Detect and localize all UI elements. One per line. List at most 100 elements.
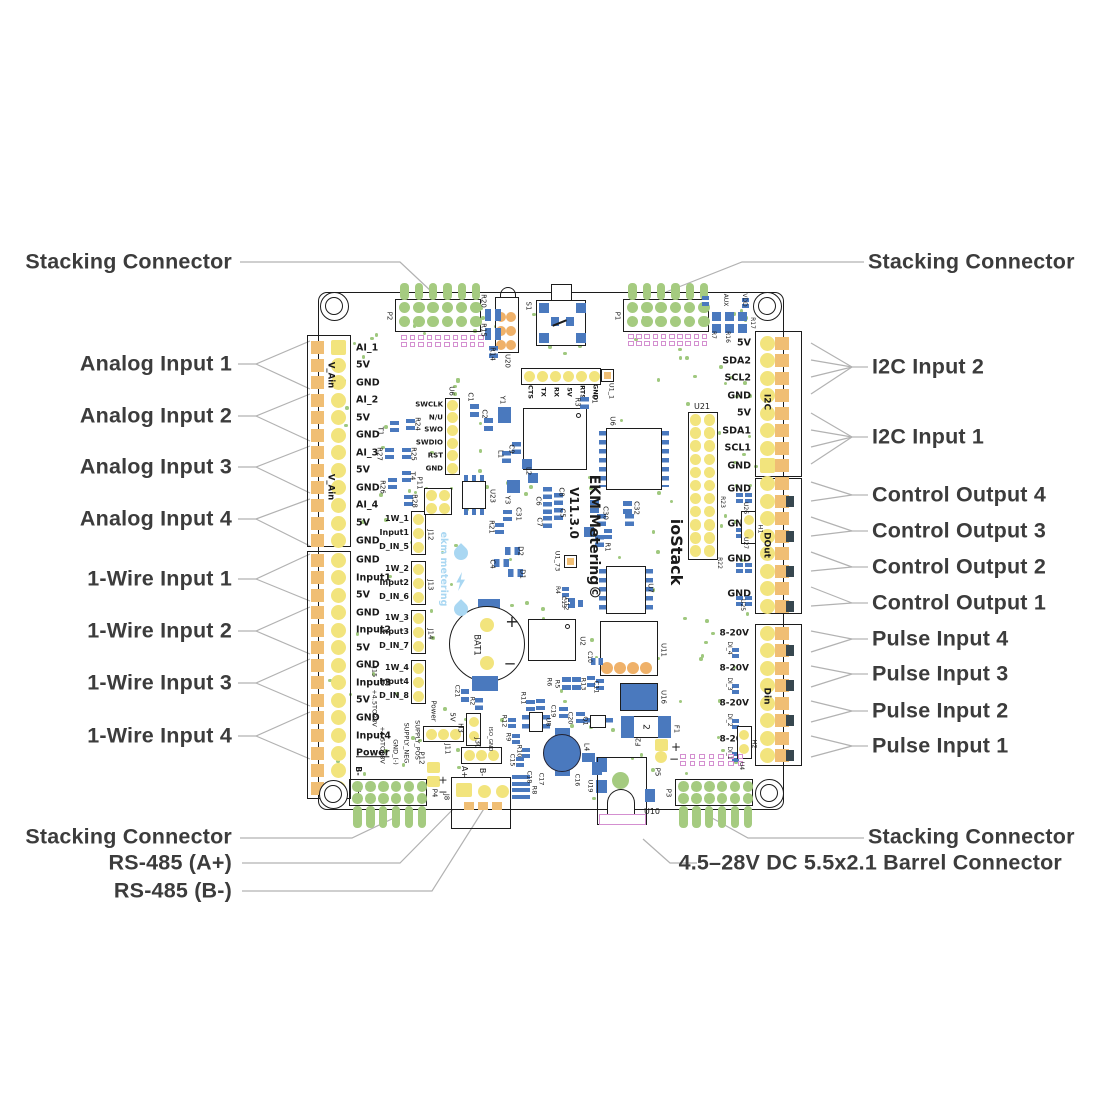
smd-part <box>786 565 794 577</box>
connector-pad <box>703 532 716 544</box>
connector-pad <box>413 563 424 575</box>
component-ref: L1 <box>496 449 505 459</box>
test-pad <box>701 341 708 346</box>
leader-line <box>238 393 311 417</box>
mounting-hole <box>760 784 778 802</box>
connector-pad <box>427 301 439 314</box>
smd-part <box>516 757 524 767</box>
pin-label: 1W_4 <box>385 663 409 672</box>
stacking-pin <box>705 806 714 828</box>
leader-line <box>238 711 311 737</box>
stacking-pin <box>428 283 438 300</box>
connector-pad <box>742 781 754 792</box>
callout-label: Stacking Connector <box>25 824 232 849</box>
stacking-connector-p3 <box>675 779 753 806</box>
component-ref: U21 <box>693 402 711 411</box>
test-pad <box>728 754 734 759</box>
test-pad <box>718 754 724 759</box>
via-dot <box>741 452 746 457</box>
component-ref: C10 <box>586 651 593 663</box>
smd-part <box>511 442 521 454</box>
connector-pad <box>413 513 424 525</box>
connector-pad <box>601 662 613 674</box>
din-connector <box>755 624 802 766</box>
via-dot <box>381 445 385 450</box>
pin-label: 8-20V <box>719 663 750 674</box>
via-dot <box>588 485 593 490</box>
component-ref: V11.3.0 <box>567 487 581 539</box>
smd-part <box>511 774 521 786</box>
component-ref: R21 <box>487 520 496 534</box>
stacking-pin <box>400 283 409 300</box>
smd-part <box>542 516 552 528</box>
connector-pad <box>640 662 652 674</box>
stacking-pin <box>718 806 727 828</box>
stacking-pin <box>366 806 375 828</box>
smd-part <box>592 762 602 775</box>
component-ref: C16 <box>573 773 582 787</box>
connector-pad <box>311 358 324 372</box>
via-dot <box>748 393 752 398</box>
pin-label: 5V <box>737 337 751 349</box>
connector-pad <box>641 301 653 314</box>
connector-pad <box>689 414 702 426</box>
connector-pad <box>468 717 479 727</box>
callout-label: 1-Wire Input 3 <box>87 670 232 695</box>
smd-part <box>737 323 747 333</box>
callout-label: 1-Wire Input 1 <box>87 566 232 591</box>
smd-part <box>542 502 552 514</box>
pin-label: SCL2 <box>724 372 751 384</box>
connector-pad <box>311 746 324 760</box>
connector-pad <box>775 529 789 543</box>
test-pad <box>401 335 407 340</box>
connector-pad <box>330 605 346 621</box>
connector-pad <box>330 728 346 743</box>
callout-label: Control Output 4 <box>872 482 1046 507</box>
component-ref: C17 <box>537 772 546 786</box>
smd-part <box>520 787 530 799</box>
test-pad <box>418 342 424 347</box>
callout-label: 1-Wire Input 4 <box>87 723 232 748</box>
connector-pad <box>425 489 437 501</box>
via-dot <box>656 549 660 554</box>
component-ref: A+ <box>460 765 469 779</box>
connector-pad <box>775 696 789 710</box>
component-ref: ISO_GND <box>486 726 493 752</box>
component-ref: D1 <box>518 569 527 579</box>
connector-pad <box>330 692 346 708</box>
leader-line <box>238 445 311 468</box>
pin-label: 5V <box>356 589 370 601</box>
component-ref: BAT1 <box>471 634 482 656</box>
connector-pad <box>413 662 424 674</box>
component-ref: R1 <box>603 542 612 552</box>
via-dot <box>541 607 545 612</box>
connector-pad <box>759 493 775 509</box>
component-ref: Y1 <box>498 395 507 405</box>
smd-part <box>735 563 743 573</box>
via-dot <box>360 519 365 524</box>
component-ref: U23 <box>488 488 497 504</box>
component-ref: Y3 <box>503 495 512 505</box>
connector-pad <box>330 462 346 478</box>
test-pad <box>680 761 686 766</box>
connector-pad <box>775 599 789 613</box>
connector-pad <box>413 577 424 589</box>
via-dot <box>361 355 366 359</box>
component-ref: C21 <box>453 684 462 698</box>
test-pad <box>660 341 667 346</box>
smd-part <box>488 346 498 358</box>
via-dot <box>678 355 683 360</box>
smd-part <box>744 563 752 573</box>
connector-pad <box>330 480 346 496</box>
connector-pad <box>398 315 411 328</box>
leader-line <box>810 530 853 537</box>
connector-pad <box>455 315 468 328</box>
stacking-pin <box>642 283 651 300</box>
smd-part <box>596 514 606 526</box>
leader-line <box>810 745 853 758</box>
connector-pad <box>626 301 639 314</box>
test-pad <box>660 334 667 339</box>
pin-label: SWDIO <box>415 438 443 447</box>
connector-pad <box>759 581 775 597</box>
connector-pad <box>330 410 346 426</box>
